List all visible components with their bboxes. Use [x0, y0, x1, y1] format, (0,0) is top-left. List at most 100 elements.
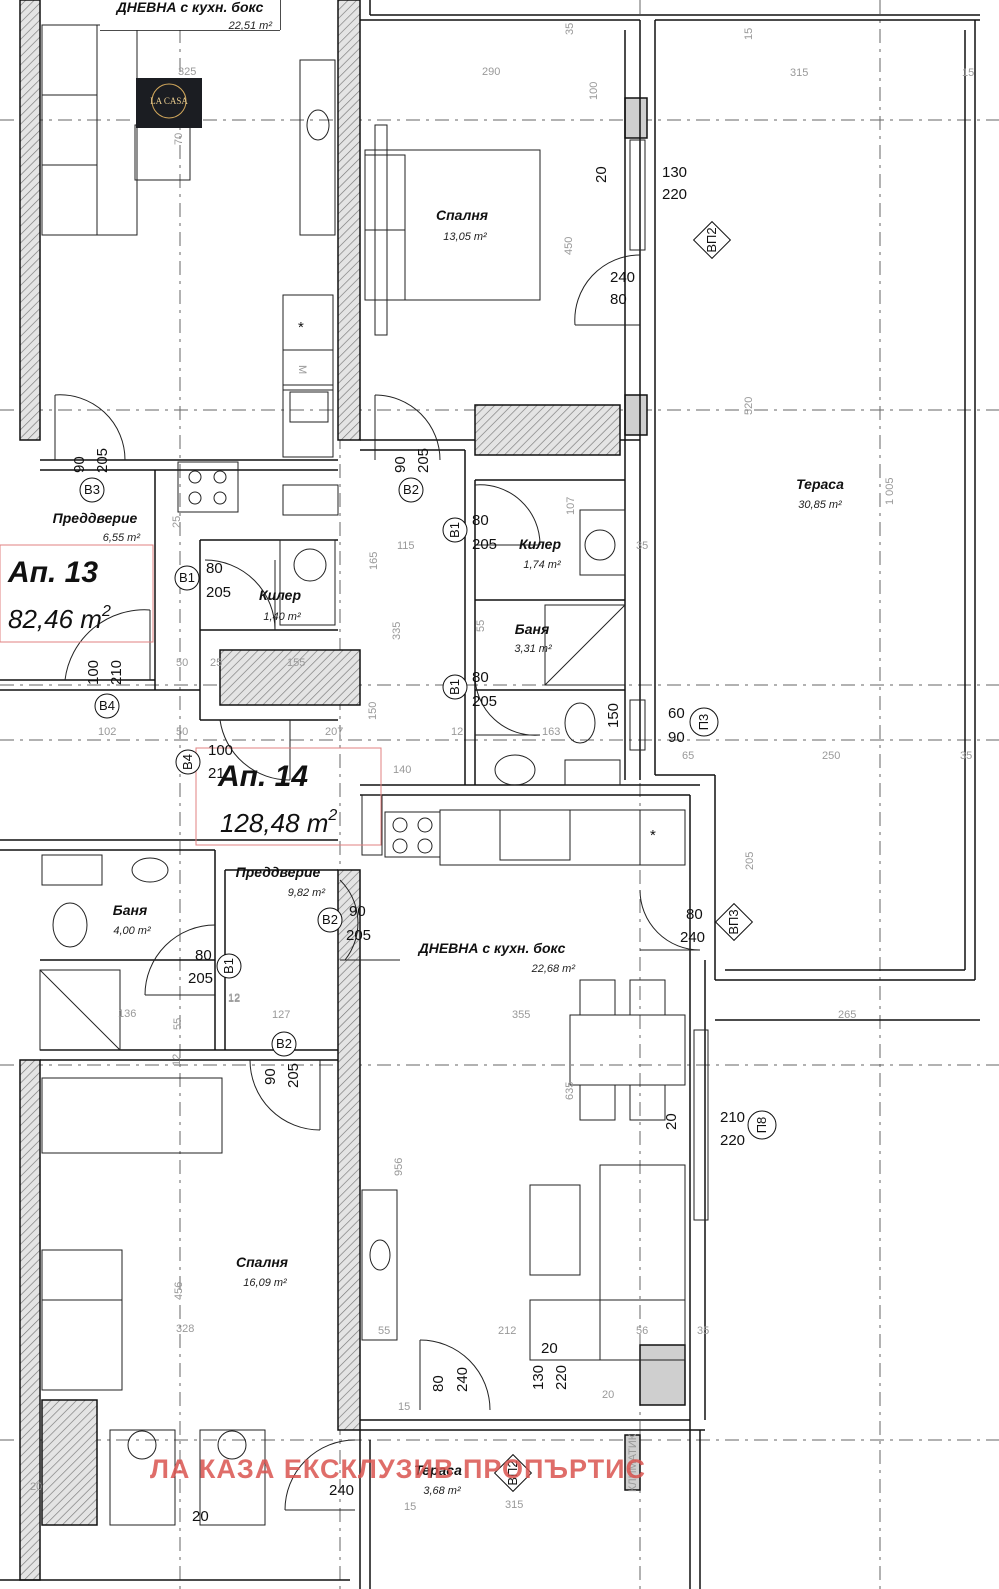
opening-size-label: 220 — [553, 1365, 570, 1390]
dimension-label: 55 — [378, 1325, 390, 1337]
dimension-label: 20 — [30, 1481, 42, 1493]
room-area-bath-top: 3,31 m² — [514, 643, 552, 655]
star-mark-top: * — [298, 319, 304, 336]
door-tag: В1 — [216, 953, 242, 979]
room-name-closet-14: Килер — [519, 536, 561, 552]
opening-size-label: 205 — [415, 448, 432, 473]
opening-size-label: 80 — [430, 1375, 447, 1392]
room-area-bath-left: 4,00 m² — [113, 925, 151, 937]
room-area-terrace-big: 30,85 m² — [798, 499, 842, 511]
room-area-terrace-small: 3,68 m² — [423, 1485, 461, 1497]
dimension-label: 250 — [822, 750, 840, 762]
apartment-14-title: Ап. 14 — [217, 760, 308, 793]
dimension-label: 140 — [393, 764, 411, 776]
dimension-label: 25 — [210, 657, 222, 669]
room-area-hall-14: 9,82 m² — [288, 887, 326, 899]
dimension-label: 315 — [505, 1499, 523, 1511]
dimension-label: 136 — [118, 1008, 136, 1020]
window-tag-text: ВП2 — [704, 227, 719, 252]
dimension-label: 163 — [542, 726, 560, 738]
door-tag-text: В4 — [180, 754, 195, 770]
dimension-label: 107 — [565, 497, 577, 515]
window-tag-text: П3 — [696, 714, 711, 731]
room-area-top-living: 22,51 m² — [228, 20, 273, 32]
dimension-label: 155 — [287, 657, 305, 669]
opening-size-label: 205 — [94, 448, 111, 473]
dimension-label: 12 — [171, 1054, 183, 1066]
door-tag-text: В1 — [179, 570, 195, 585]
furniture — [39, 24, 686, 1526]
door-tag: В3 — [79, 477, 105, 503]
dimension-label: 35 — [636, 540, 648, 552]
room-area-closet-13: 1,40 m² — [263, 611, 301, 623]
room-name-terrace-small: Тераса — [414, 1462, 462, 1478]
dimension-label: 12 — [228, 992, 240, 1004]
opening-size-label: 240 — [454, 1367, 471, 1392]
room-name-bath-top: Баня — [515, 621, 549, 637]
opening-size-label: 90 — [349, 903, 366, 920]
apartment-14-area: 128,48 m2 — [220, 807, 337, 838]
dimension-label: 325 — [178, 66, 196, 78]
opening-size-label: 90 — [392, 456, 409, 473]
dimension-label: 328 — [176, 1323, 194, 1335]
opening-size-label: 240 — [329, 1482, 354, 1499]
opening-size-label: 205 — [206, 584, 231, 601]
room-area-bedroom-bottom: 16,09 m² — [243, 1277, 287, 1289]
dimension-label: 15 — [404, 1501, 416, 1513]
opening-size-label: 80 — [195, 947, 212, 964]
dimension-label: 115 — [397, 540, 415, 552]
opening-size-label: 220 — [662, 186, 687, 203]
dimension-label: 20 — [602, 1389, 614, 1401]
dimension-label: 65 — [682, 750, 694, 762]
window-tag: ВП3 — [714, 902, 754, 942]
dimension-label: 55 — [475, 620, 487, 632]
door-tag-text: В1 — [447, 679, 462, 695]
opening-size-label: 220 — [720, 1132, 745, 1149]
opening-size-label: 80 — [472, 669, 489, 686]
dimension-label: 150 — [367, 702, 379, 720]
door-tag: В1 — [442, 517, 468, 543]
dimension-label: 355 — [512, 1009, 530, 1021]
dimension-label: 50 — [176, 657, 188, 669]
opening-size-label: 21 — [208, 765, 225, 782]
opening-size-label: 80 — [472, 512, 489, 529]
opening-size-label: 205 — [472, 693, 497, 710]
door-tag: В2 — [271, 1031, 297, 1057]
door-tag: В2 — [317, 907, 343, 933]
room-name-terrace-big: Тераса — [796, 476, 844, 492]
dimension-label: 127 — [272, 1009, 290, 1021]
window-tag: П3 — [689, 707, 719, 737]
dimension-label: 15 — [962, 67, 974, 79]
door-tag-text: В2 — [403, 482, 419, 497]
dimension-label: 1 005 — [884, 477, 896, 505]
opening-size-label: 90 — [262, 1068, 279, 1085]
dimension-label: 212 — [498, 1325, 516, 1337]
opening-size-label: 20 — [192, 1508, 209, 1525]
dimension-label: 205 — [744, 852, 756, 870]
apartment-13-title: Ап. 13 — [7, 556, 98, 589]
door-tag-text: В4 — [99, 698, 115, 713]
door-tag-text: В1 — [447, 522, 462, 538]
dimension-label: 450 — [563, 237, 575, 255]
opening-size-label: 100 — [208, 742, 233, 759]
dimension-label: 15 — [743, 28, 755, 40]
opening-size-label: 90 — [668, 729, 685, 746]
opening-size-label: 100 — [85, 660, 102, 685]
room-name-hall-14: Преддверие — [236, 864, 321, 880]
dimension-label: 335 — [391, 622, 403, 640]
dimension-label: 70 — [173, 133, 185, 145]
room-name-bedroom-top: Спалня — [436, 207, 488, 223]
dimension-label: 55 — [172, 1018, 184, 1030]
opening-size-label: 240 — [610, 269, 635, 286]
room-area-living-14: 22,68 m² — [531, 963, 576, 975]
dimension-label: 25 — [171, 516, 183, 528]
door-tag-text: В3 — [84, 482, 100, 497]
door-tag-text: В1 — [221, 958, 236, 974]
dimension-label: 100 — [588, 82, 600, 100]
door-tag: В2 — [398, 477, 424, 503]
room-area-hall-13: 6,55 m² — [103, 532, 141, 544]
door-tag: В4 — [94, 693, 120, 719]
